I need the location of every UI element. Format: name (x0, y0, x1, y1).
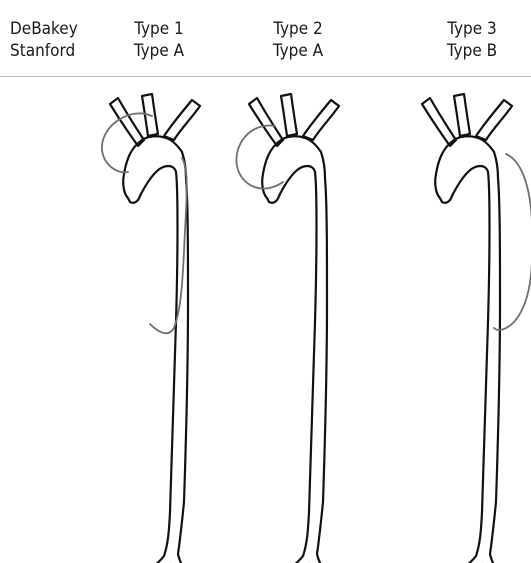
aorta-outline (249, 94, 339, 563)
aorta-type1-figure (102, 94, 200, 563)
aorta-type3-figure (422, 94, 531, 563)
dissection-flap-type2 (236, 126, 283, 189)
dissection-flap-type1 (102, 113, 187, 333)
aorta-type2-figure (236, 94, 339, 563)
aorta-outline (422, 94, 512, 563)
